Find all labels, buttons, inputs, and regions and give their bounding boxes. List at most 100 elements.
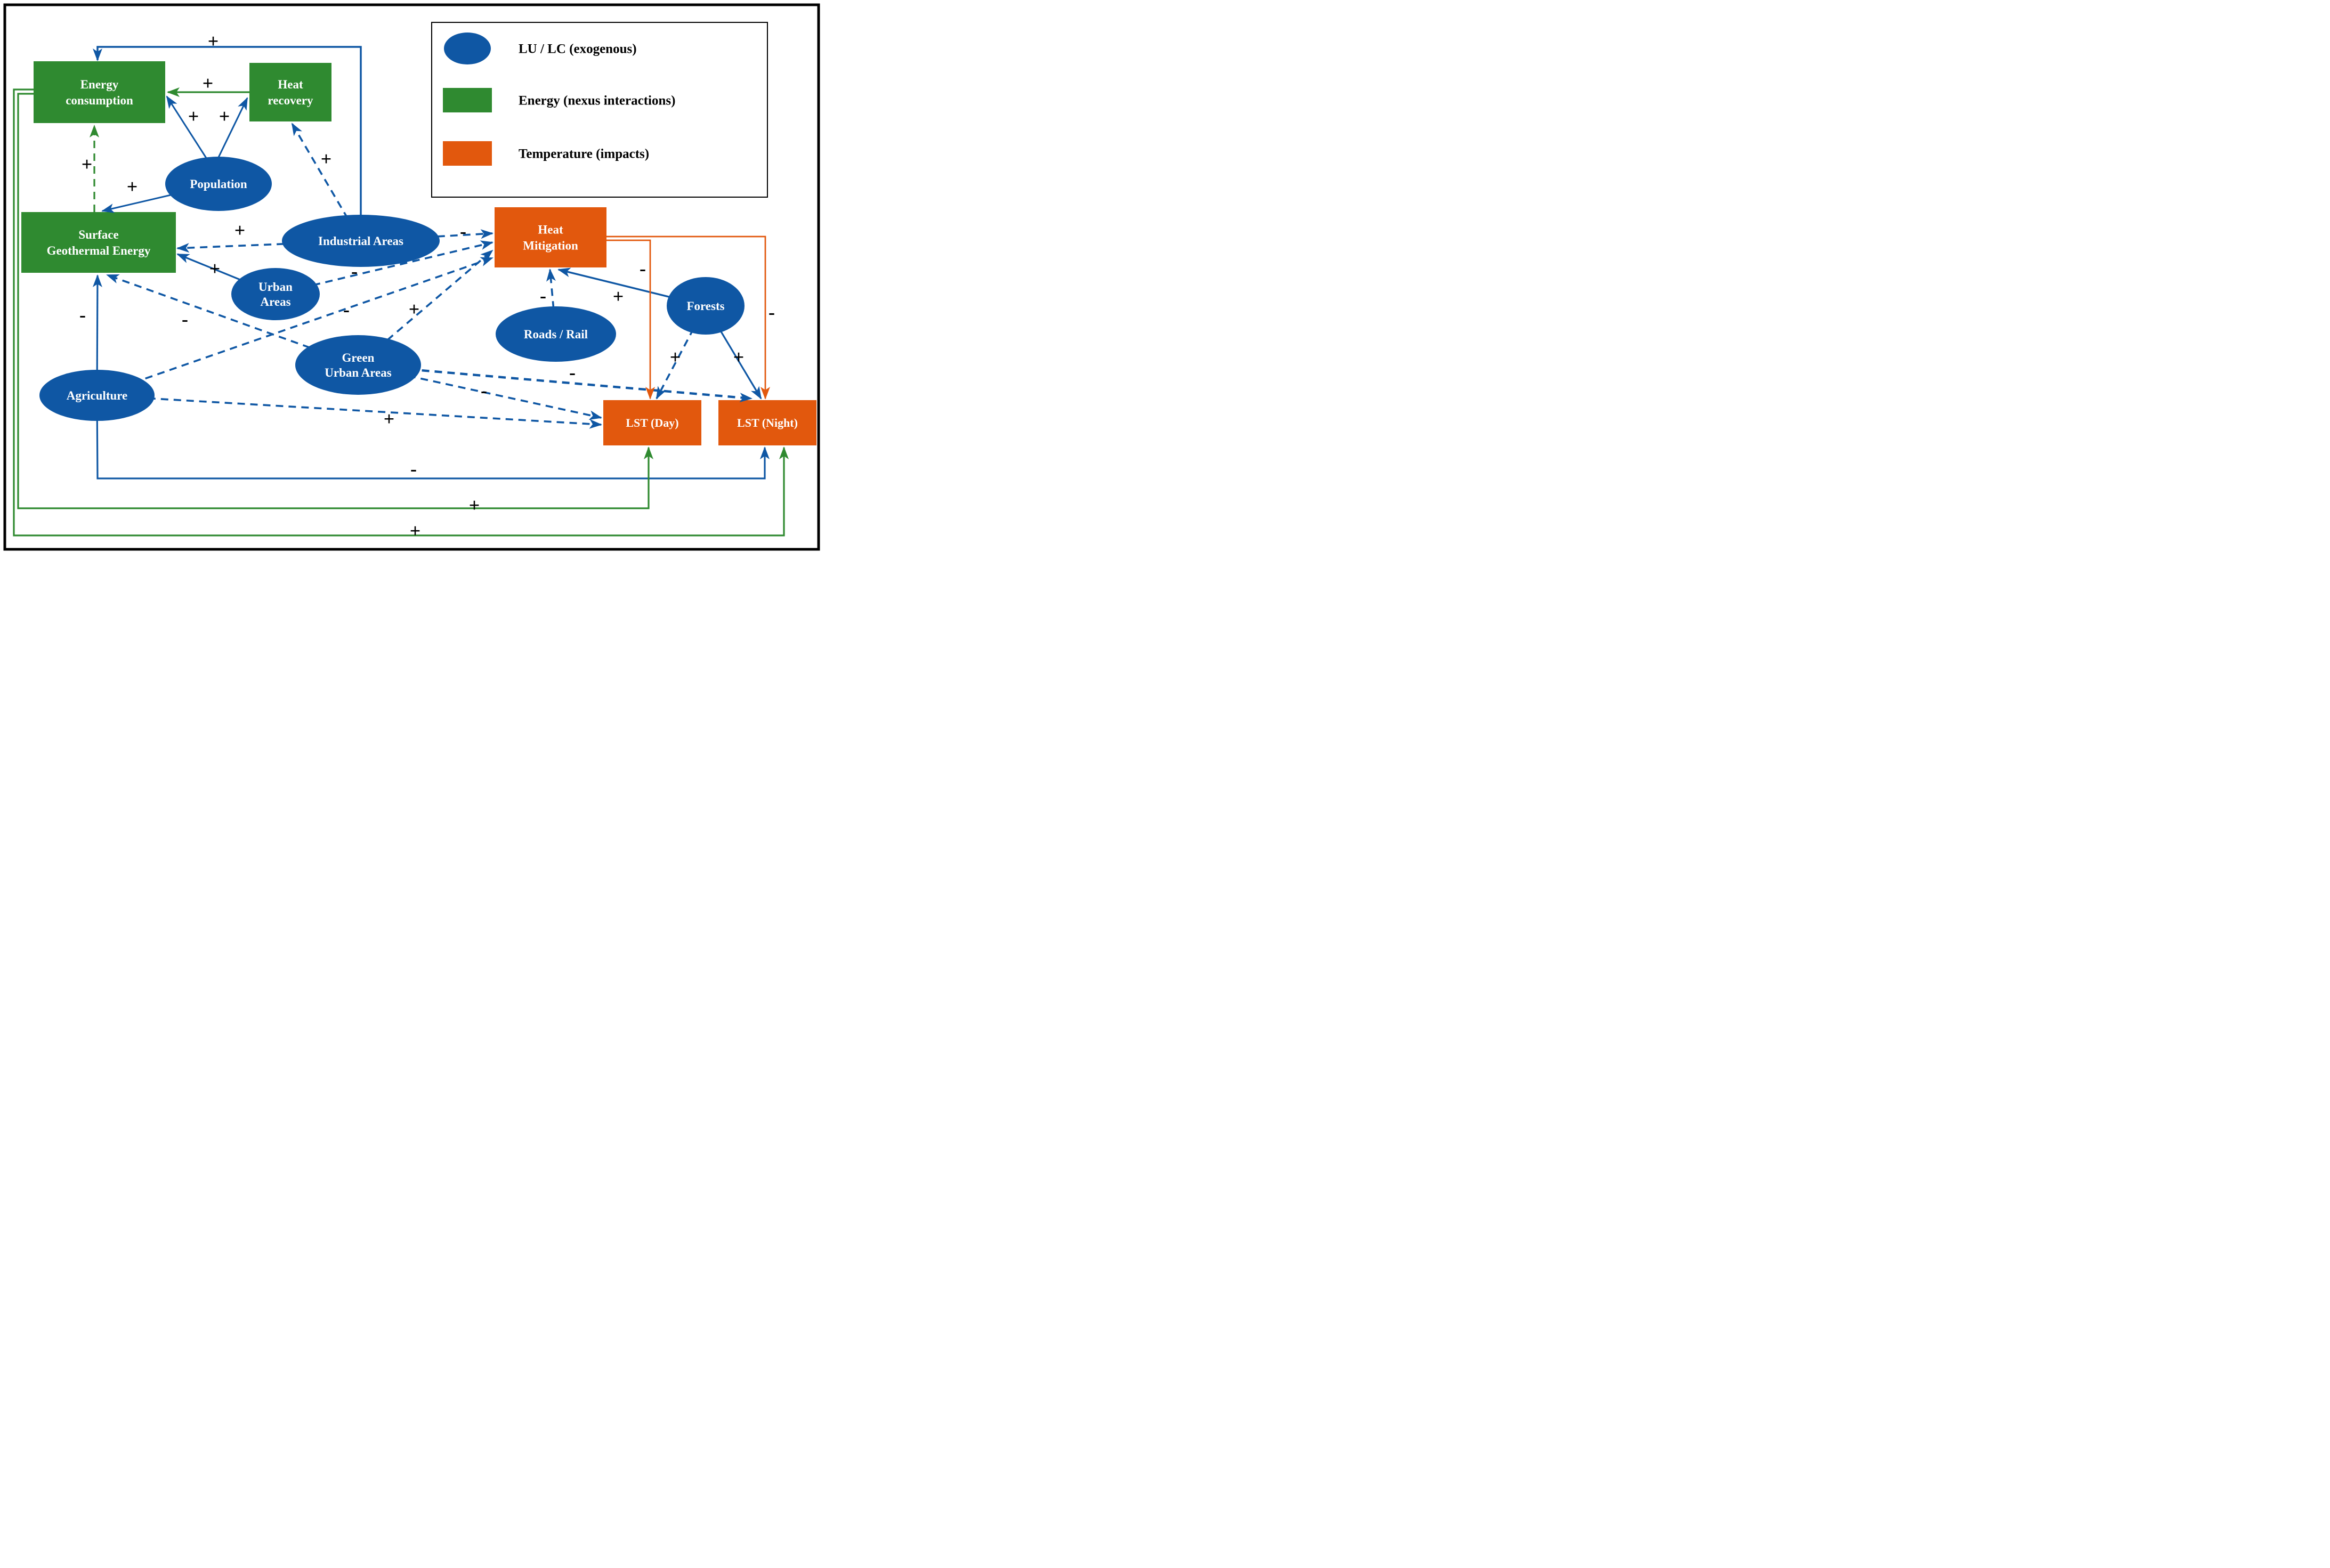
edge-ia-sge-sign: + [234, 220, 246, 241]
node-green-urban-areas-ellipse [295, 335, 421, 395]
node-industrial-areas-ellipse [282, 215, 440, 267]
edge-rr-hm-line [546, 269, 557, 335]
node-population: Population [165, 157, 272, 211]
edge-ag-sge-sign: - [79, 304, 86, 326]
node-population-ellipse [165, 157, 272, 211]
edge-rr-hm [546, 269, 557, 335]
edge-forests-lstday-sign: + [670, 346, 681, 368]
edge-ec-lstnight-sign: + [410, 520, 421, 541]
node-agriculture: Agriculture [39, 370, 155, 421]
legend-item: Energy (nexus interactions) [443, 88, 675, 112]
edge-ia-ec-sign: + [208, 30, 219, 52]
node-lst-day-label: LST (Day) [626, 416, 678, 429]
edge-ag-lstday [96, 394, 602, 429]
edge-gua-lstnight-sign: - [569, 362, 576, 383]
node-population-label: Population [190, 177, 247, 191]
edge-ia-hm-sign: - [460, 221, 466, 242]
edge-ec-lstnight-line [13, 88, 789, 537]
edge-gua-sge-sign: - [182, 308, 188, 330]
node-heat-mitigation-box [495, 207, 606, 267]
legend-swatch-ellipse [444, 33, 491, 64]
edge-ia-hr [291, 123, 362, 241]
edge-hm-lstday-line [606, 239, 655, 400]
edge-pop-hr-sign: + [219, 105, 230, 127]
edge-gua-lstnight [358, 363, 753, 403]
node-heat-recovery-box [249, 63, 331, 121]
legend-item-label: Temperature (impacts) [519, 147, 649, 161]
edge-hm-lstnight [606, 235, 770, 400]
figure-stage: LU / LC (exogenous) Energy (nexus interac… [0, 0, 823, 554]
edge-gua-lstnight-line [358, 363, 753, 403]
legend-item-label: LU / LC (exogenous) [519, 42, 637, 56]
edge-sge-ec-sign: + [82, 153, 93, 175]
node-agriculture-label: Agriculture [67, 389, 128, 402]
edge-ec-lstnight [13, 88, 789, 537]
edge-rr-hm-sign: - [540, 285, 546, 306]
edge-forests-hm-sign: + [613, 286, 624, 307]
edge-ag-lstnight-line [96, 395, 770, 480]
edge-gua-lstday-sign: - [481, 380, 487, 401]
edge-hm-lstday-sign: - [640, 258, 646, 279]
outer-border [3, 3, 820, 551]
edge-ec-lstday-sign: + [469, 494, 480, 516]
node-roads-rail-ellipse [496, 306, 616, 362]
edge-ag-hm [96, 257, 493, 396]
node-forests-label: Forests [686, 299, 724, 313]
legend: LU / LC (exogenous) Energy (nexus interac… [431, 22, 768, 198]
legend-item-label: Energy (nexus interactions) [519, 94, 675, 108]
legend-item: Temperature (impacts) [443, 141, 649, 166]
node-urban-areas-ellipse [231, 268, 320, 320]
edge-ua-sge-sign: + [209, 258, 221, 279]
edge-ag-lstnight [96, 395, 770, 480]
edge-hm-lstday [606, 239, 655, 400]
edge-pop-ec-sign: + [188, 105, 199, 127]
edge-gua-hm-sign: + [409, 298, 420, 320]
edge-ua-hm-line [275, 240, 493, 295]
edge-ag-lstnight-sign: - [410, 458, 417, 480]
edge-pop-sge-sign: + [127, 176, 138, 197]
edge-ia-ec-line [93, 46, 362, 241]
edge-hr-ec-sign: + [203, 72, 214, 94]
node-surface-geothermal-energy-box [21, 212, 176, 273]
edge-ag-lstday-sign: + [384, 408, 395, 429]
edge-forests-lstnight-sign: + [733, 346, 745, 368]
node-forests-ellipse [667, 277, 745, 335]
node-forests: Forests [667, 277, 745, 335]
nexus-diagram-canvas: LU / LC (exogenous) Energy (nexus interac… [0, 0, 823, 554]
node-lst-night-box [718, 400, 816, 445]
legend-swatch-rect [443, 88, 492, 112]
edge-hm-lstnight-line [606, 235, 770, 400]
legend-item: LU / LC (exogenous) [444, 33, 637, 64]
edge-ag-hm-sign: - [343, 299, 350, 320]
node-energy-consumption-box [34, 61, 165, 123]
edge-hm-lstnight-sign: - [768, 302, 775, 323]
edge-ua-hm-sign: - [351, 261, 358, 282]
node-roads-rail: Roads / Rail [496, 306, 616, 362]
node-agriculture-ellipse [39, 370, 155, 421]
edge-ec-lstday-line [17, 93, 653, 509]
node-lst-day-box [603, 400, 701, 445]
node-lst-day: LST (Day) [603, 400, 701, 445]
edge-ia-ec [93, 46, 362, 241]
edge-ag-hm-line [96, 257, 493, 396]
edge-ua-hm [275, 240, 493, 295]
edge-ec-lstday [17, 93, 653, 509]
node-industrial-areas-label: Industrial Areas [318, 234, 403, 248]
node-lst-night-label: LST (Night) [737, 416, 798, 429]
edge-ia-hr-sign: + [321, 148, 332, 169]
legend-swatch-rect [443, 141, 492, 166]
